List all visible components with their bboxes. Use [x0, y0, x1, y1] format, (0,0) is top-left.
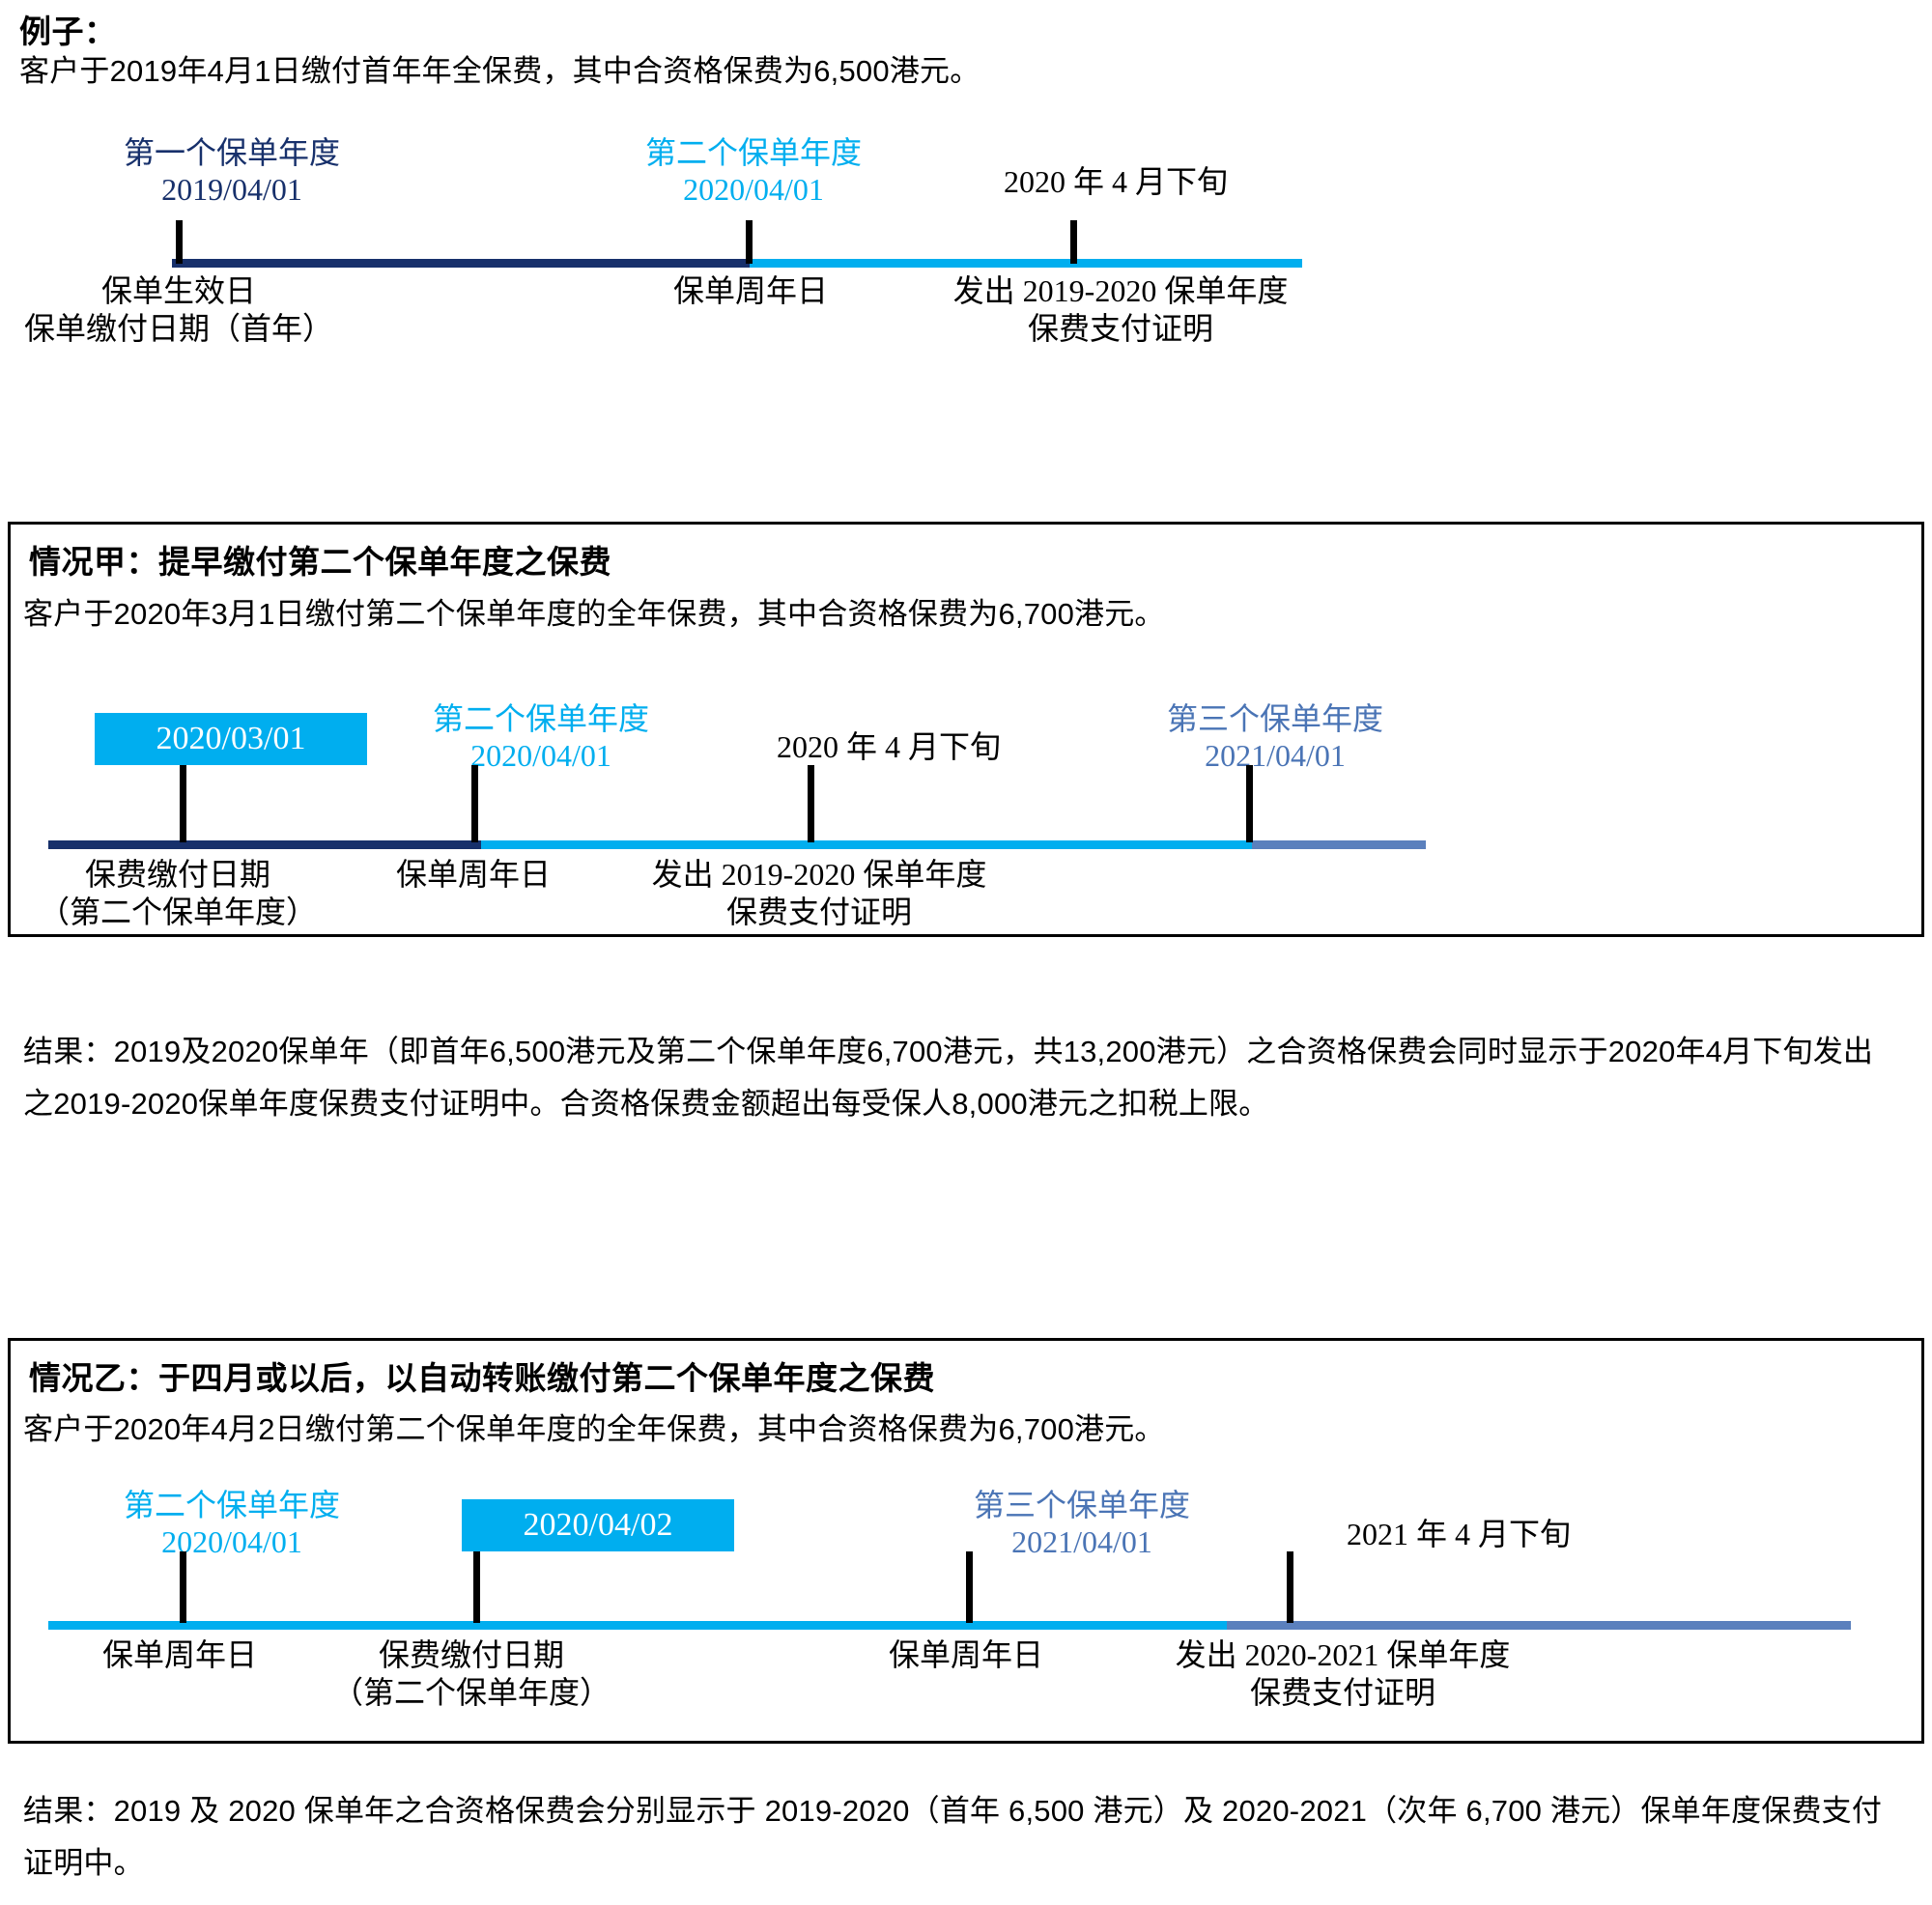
case-b-frame — [8, 1338, 1924, 1744]
case-a-marker-2-label: 第二个保单年度 2020/04/01 — [432, 701, 649, 773]
example-marker-3-label: 2020 年 4 月下旬 — [1003, 164, 1228, 199]
example-tick-1 — [176, 220, 183, 264]
case-a-result: 结果：2019及2020保单年（即首年6,500港元及第二个保单年度6,700港… — [23, 1035, 1874, 1122]
case-a-segment-second-policy-year — [481, 840, 1252, 849]
case-b-marker-3-label: 第三个保单年度 2021/04/01 — [973, 1488, 1190, 1559]
case-a-marker-1-caption: 保费缴付日期 （第二个保单年度） — [38, 857, 317, 930]
case-a-segment-first-policy-year — [48, 840, 481, 849]
case-a-marker-3-label: 2020 年 4 月下旬 — [776, 729, 1001, 764]
case-b-tick-1 — [180, 1551, 186, 1623]
case-a-tick-1 — [180, 765, 186, 842]
example-segment-first-policy-year — [172, 259, 750, 268]
case-b-marker-2-caption: 保费缴付日期 （第二个保单年度） — [331, 1637, 611, 1711]
example-marker-3-caption: 发出 2019-2020 保单年度 保费支付证明 — [952, 273, 1289, 347]
case-b-segment-third-policy-year — [1227, 1621, 1851, 1630]
case-a-segment-third-policy-year — [1252, 840, 1426, 849]
case-a-tick-4 — [1246, 765, 1253, 842]
case-a-marker-4-label: 第三个保单年度 2021/04/01 — [1166, 701, 1383, 773]
case-b-result: 结果：2019 及 2020 保单年之合资格保费会分别显示于 2019-2020… — [23, 1794, 1883, 1881]
case-b-marker-4-caption: 发出 2020-2021 保单年度 保费支付证明 — [1175, 1637, 1511, 1711]
case-b-payment-date-chip: 2020/04/02 — [462, 1499, 734, 1551]
case-b-heading: 情况乙：于四月或以后，以自动转账缴付第二个保单年度之保费 — [29, 1360, 935, 1396]
case-b-marker-1-label: 第二个保单年度 2020/04/01 — [123, 1488, 340, 1559]
case-a-intro: 客户于2020年3月1日缴付第二个保单年度的全年保费，其中合资格保费为6,700… — [23, 597, 1165, 631]
case-b-tick-2 — [473, 1551, 480, 1623]
case-a-marker-2-caption: 保单周年日 — [395, 857, 551, 892]
case-a-tick-3 — [808, 765, 814, 842]
case-b-segment-second-policy-year — [48, 1621, 1227, 1630]
case-b-intro: 客户于2020年4月2日缴付第二个保单年度的全年保费，其中合资格保费为6,700… — [23, 1412, 1165, 1446]
example-tick-3 — [1070, 220, 1077, 264]
example-segment-second-policy-year — [750, 259, 1302, 268]
example-marker-2-caption: 保单周年日 — [672, 273, 828, 308]
example-intro: 客户于2019年4月1日缴付首年年全保费，其中合资格保费为6,500港元。 — [19, 54, 980, 88]
example-marker-1-label: 第一个保单年度 2019/04/01 — [123, 135, 340, 207]
example-heading: 例子： — [19, 14, 117, 49]
example-marker-2-label: 第二个保单年度 2020/04/01 — [644, 135, 862, 207]
case-b-tick-3 — [966, 1551, 973, 1623]
case-b-marker-1-caption: 保单周年日 — [101, 1637, 257, 1672]
case-b-tick-4 — [1287, 1551, 1293, 1623]
case-a-payment-date-chip: 2020/03/01 — [95, 713, 367, 765]
case-a-heading: 情况甲：提早缴付第二个保单年度之保费 — [29, 544, 611, 580]
case-b-marker-4-label: 2021 年 4 月下旬 — [1346, 1517, 1571, 1551]
case-a-marker-3-caption: 发出 2019-2020 保单年度 保费支付证明 — [651, 857, 987, 930]
case-a-tick-2 — [471, 765, 478, 842]
example-marker-1-caption: 保单生效日 保单缴付日期（首年） — [23, 273, 333, 347]
example-tick-2 — [746, 220, 753, 264]
case-b-marker-3-caption: 保单周年日 — [888, 1637, 1043, 1672]
